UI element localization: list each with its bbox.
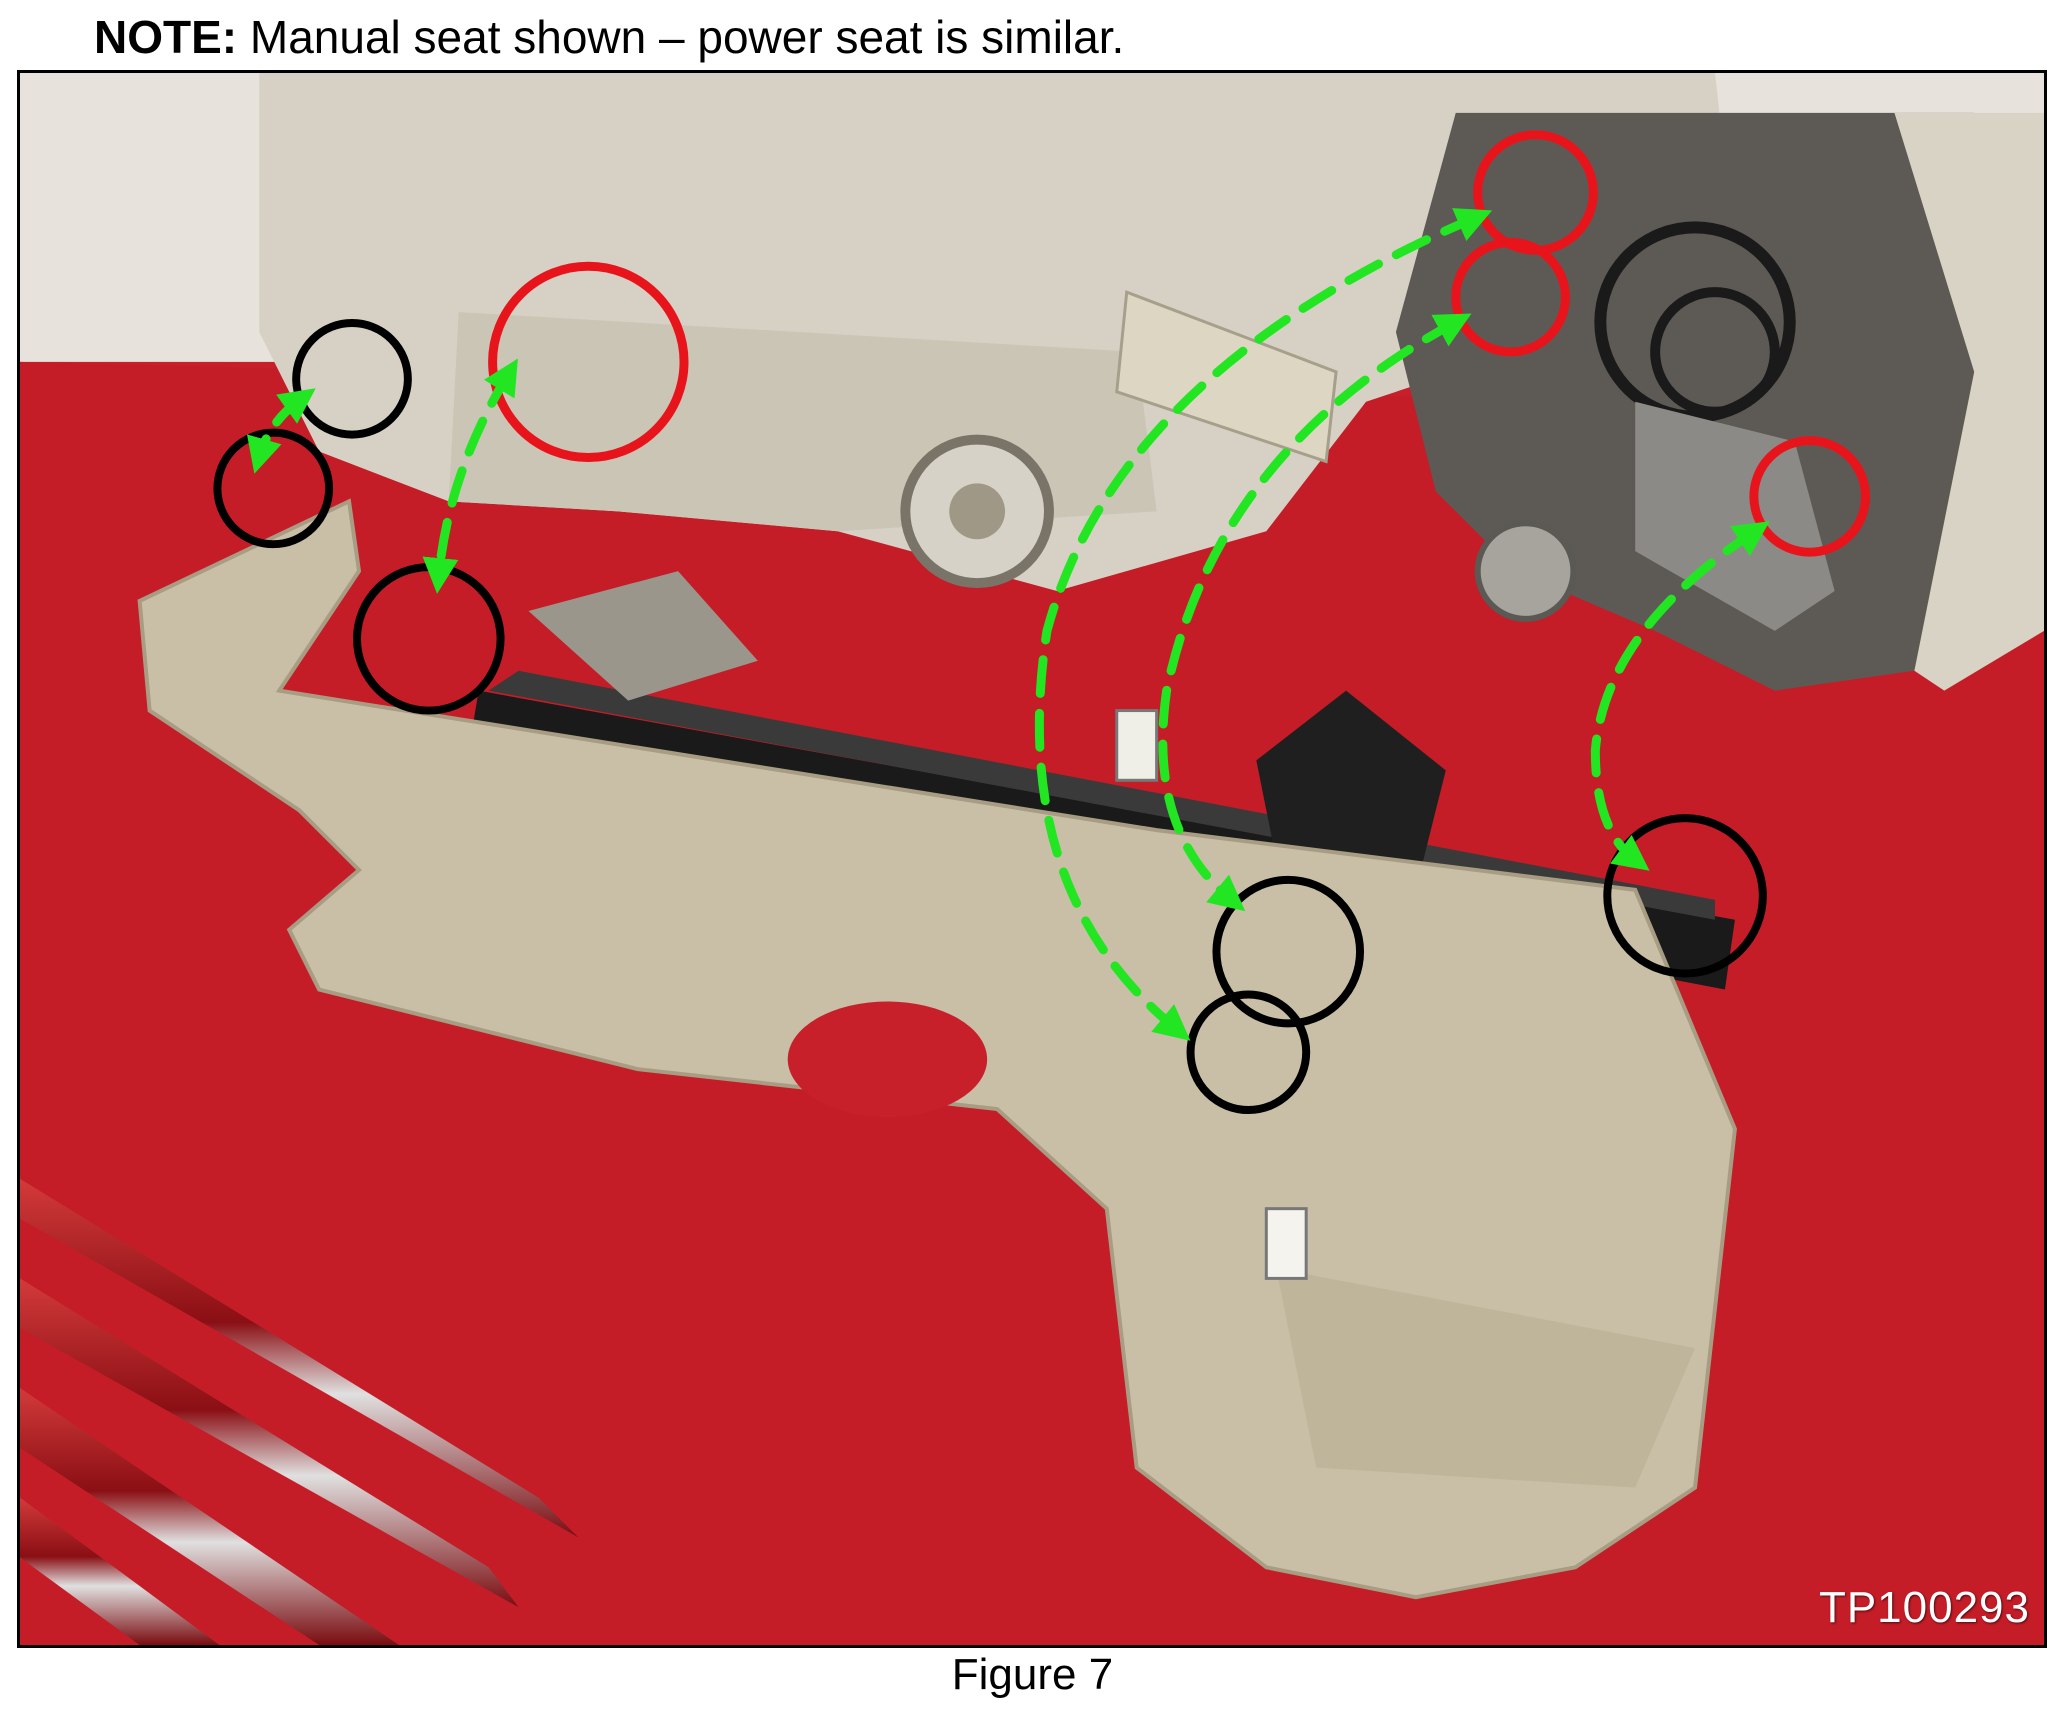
arrow-front-slot: [422, 358, 518, 594]
figure-caption: Figure 7: [951, 1650, 1114, 1699]
note-text: Manual seat shown – power seat is simila…: [249, 11, 1125, 63]
note-line: NOTE: Manual seat shown – power seat is …: [94, 10, 1124, 64]
photo-illustration: [20, 73, 2044, 1645]
trim-cutout: [787, 1001, 988, 1118]
photo-id-label: TP100293: [1818, 1583, 2030, 1632]
black-circle-front-hook: [292, 319, 412, 439]
note-label: NOTE:: [94, 11, 238, 63]
arrow-mid-clip: [1158, 313, 1472, 912]
arrow-front-hook: [246, 388, 316, 474]
red-circle-rear-clip: [1749, 436, 1871, 557]
metal-rails: [20, 1178, 579, 1645]
green-arrows: [246, 208, 1770, 1041]
arrow-rear-clip: [1590, 521, 1770, 871]
seat-trim-photo: TP100293: [17, 70, 2047, 1648]
